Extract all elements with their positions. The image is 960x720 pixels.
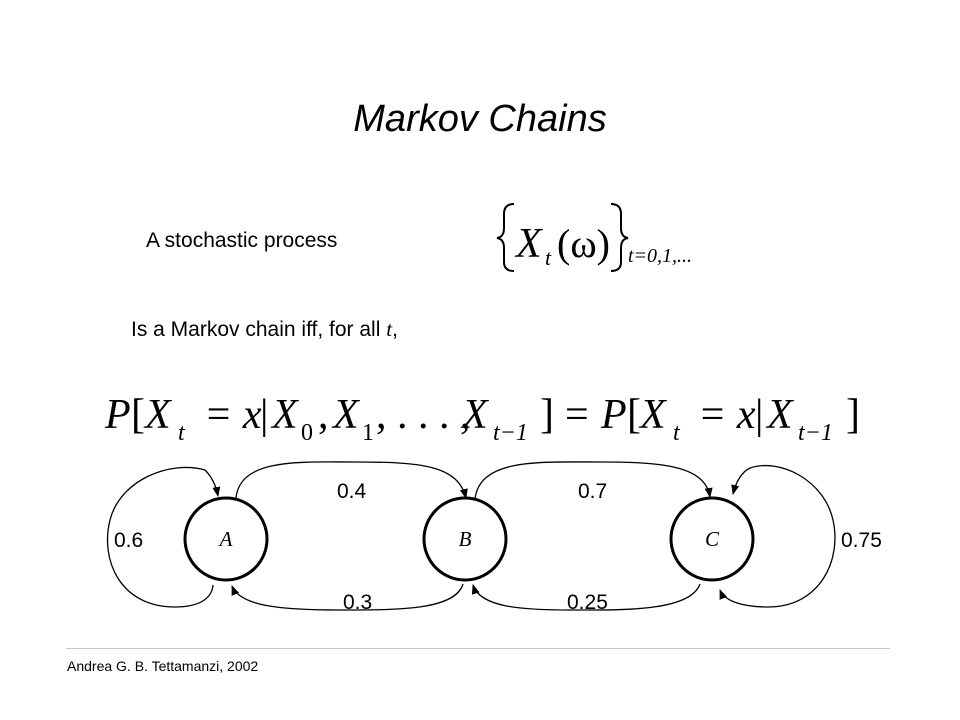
process-omega: (ω) [557, 221, 610, 266]
prob-c-to-c: 0.75 [841, 529, 882, 552]
formula-sub-0: 0 [301, 420, 313, 446]
formula-sub-tm1: t−1 [493, 420, 528, 446]
formula-bracket-4: ] [846, 392, 860, 438]
state-c-circle [669, 496, 755, 582]
footer-divider [66, 648, 890, 649]
arrow-a-loop-tail [174, 584, 214, 608]
arrow-c-to-b [471, 583, 701, 611]
slide-title: Markov Chains [353, 98, 607, 140]
arrow-b-to-a [231, 583, 464, 611]
state-a-label: A [218, 527, 233, 551]
formula-X0: X [270, 392, 300, 438]
formula-dots: , . . . , [376, 392, 471, 438]
prob-a-to-b: 0.4 [337, 480, 367, 503]
formula-X1b: X [331, 392, 361, 438]
arrow-a-to-a [106, 466, 221, 608]
prob-a-to-a: 0.6 [114, 529, 143, 552]
formula-bracket-2: ] [540, 392, 554, 438]
arrow-b-to-c [474, 461, 713, 500]
transition-labels: 0.6 0.4 0.7 0.75 0.3 0.25 [114, 480, 882, 614]
state-c-label: C [705, 527, 720, 551]
formula-bracket-3: [ [627, 392, 641, 438]
process-right-brace [610, 203, 629, 272]
formula-rhs-P: P [600, 392, 627, 438]
formula-eq: = [565, 392, 589, 438]
formula-t1: t [178, 420, 186, 446]
arrow-c-to-c [731, 464, 836, 608]
process-X: X [514, 221, 544, 267]
process-notation: X t (ω) t=0,1,... [496, 203, 692, 272]
stochastic-process-text: A stochastic process [146, 229, 338, 252]
state-nodes: A B C [183, 496, 755, 582]
footer-author: Andrea G. B. Tettamanzi, 2002 [67, 658, 259, 674]
prob-c-to-b: 0.25 [567, 591, 608, 614]
prob-b-to-a: 0.3 [343, 591, 372, 614]
markov-definition-suffix: , [392, 318, 398, 341]
markov-definition-prefix: Is a Markov chain iff, for all [131, 318, 387, 341]
formula-lhs-P: P [104, 392, 131, 438]
formula-sub-1: 1 [362, 420, 374, 446]
formula-bar-2: | [755, 392, 763, 438]
formula-bracket-1: [ [131, 392, 145, 438]
state-a-circle [183, 496, 269, 582]
formula-X3: X [765, 392, 795, 438]
arrow-c-loop-tail [719, 589, 769, 608]
formula-bar-1: | [260, 392, 268, 438]
process-index: t=0,1,... [628, 245, 692, 267]
state-b-circle [422, 496, 508, 582]
formula-X2: X [638, 392, 668, 438]
formula-sub-tm1-b: t−1 [798, 420, 833, 446]
markov-definition-var: t [386, 317, 393, 341]
formula-eq-x2: = x [698, 392, 756, 438]
formula-eq-x1: = x [204, 392, 262, 438]
process-subscript-t: t [545, 245, 552, 270]
markov-formula: P [ X t = x | X 0 , X 1 , . . . , X t−1 … [104, 392, 860, 446]
formula-Xtm1: X [460, 392, 490, 438]
state-b-label: B [459, 527, 472, 551]
prob-b-to-c: 0.7 [578, 480, 607, 503]
formula-comma-1: , [318, 392, 329, 438]
formula-X1: X [143, 392, 173, 438]
markov-definition-text: Is a Markov chain iff, for all t, [131, 317, 398, 342]
process-left-brace [496, 203, 515, 272]
arrow-a-to-b [235, 461, 468, 499]
formula-t2: t [673, 420, 681, 446]
state-diagram [106, 461, 836, 611]
